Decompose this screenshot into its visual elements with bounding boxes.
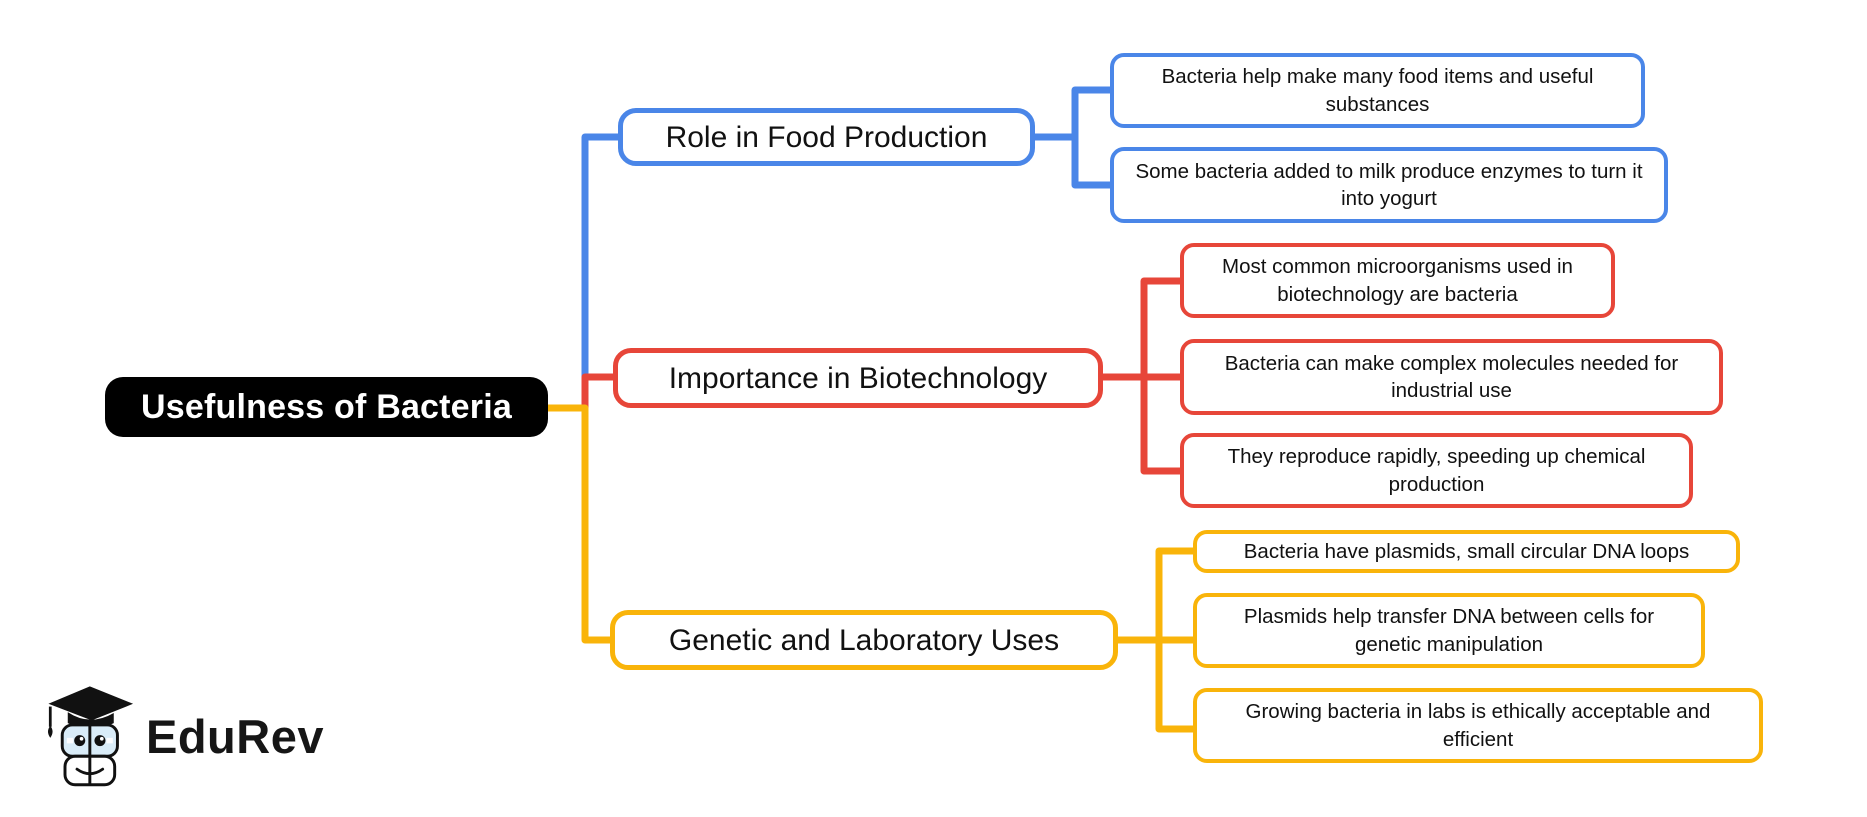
edurev-logo: EduRev (42, 684, 324, 788)
leaf-node-food-items: Bacteria help make many food items and u… (1110, 53, 1645, 128)
leaf-node-text: They reproduce rapidly, speeding up chem… (1227, 445, 1646, 496)
branch-node-genetic-uses: Genetic and Laboratory Uses (610, 610, 1118, 670)
branch-node-label: Role in Food Production (665, 120, 988, 154)
leaf-node-text: Bacteria help make many food items and u… (1161, 65, 1594, 116)
leaf-node-text: Bacteria can make complex molecules need… (1224, 351, 1679, 402)
leaf-node-reproduce-rapidly: They reproduce rapidly, speeding up chem… (1180, 433, 1693, 508)
leaf-node-milk-yogurt: Some bacteria added to milk produce enzy… (1110, 147, 1668, 223)
leaf-node-text: Growing bacteria in labs is ethically ac… (1245, 700, 1711, 751)
leaf-node-common-microorganisms: Most common microorganisms used in biote… (1180, 243, 1615, 318)
genetic-uses-connector (546, 404, 1195, 733)
edurev-wordmark: EduRev (146, 709, 324, 763)
branch-node-label: Importance in Biotechnology (668, 361, 1048, 395)
root-node-label: Usefulness of Bacteria (141, 387, 512, 426)
food-production-connector (581, 86, 1112, 381)
branch-node-biotechnology: Importance in Biotechnology (613, 348, 1103, 408)
leaf-node-text: Most common microorganisms used in biote… (1222, 255, 1573, 306)
leaf-node-plasmids-loops: Bacteria have plasmids, small circular D… (1193, 530, 1740, 573)
leaf-node-text: Some bacteria added to milk produce enzy… (1135, 159, 1643, 210)
biotechnology-connector (581, 277, 1182, 475)
edurev-mascot-icon (47, 686, 134, 787)
root-node-usefulness-of-bacteria: Usefulness of Bacteria (105, 377, 548, 437)
leaf-node-transfer-dna: Plasmids help transfer DNA between cells… (1193, 593, 1705, 668)
branch-node-food-production: Role in Food Production (618, 108, 1035, 166)
leaf-node-growing-bacteria-labs: Growing bacteria in labs is ethically ac… (1193, 688, 1763, 763)
branch-node-label: Genetic and Laboratory Uses (668, 623, 1060, 657)
leaf-node-text: Bacteria have plasmids, small circular D… (1243, 539, 1690, 563)
leaf-node-text: Plasmids help transfer DNA between cells… (1243, 605, 1655, 656)
leaf-node-complex-molecules: Bacteria can make complex molecules need… (1180, 339, 1723, 415)
